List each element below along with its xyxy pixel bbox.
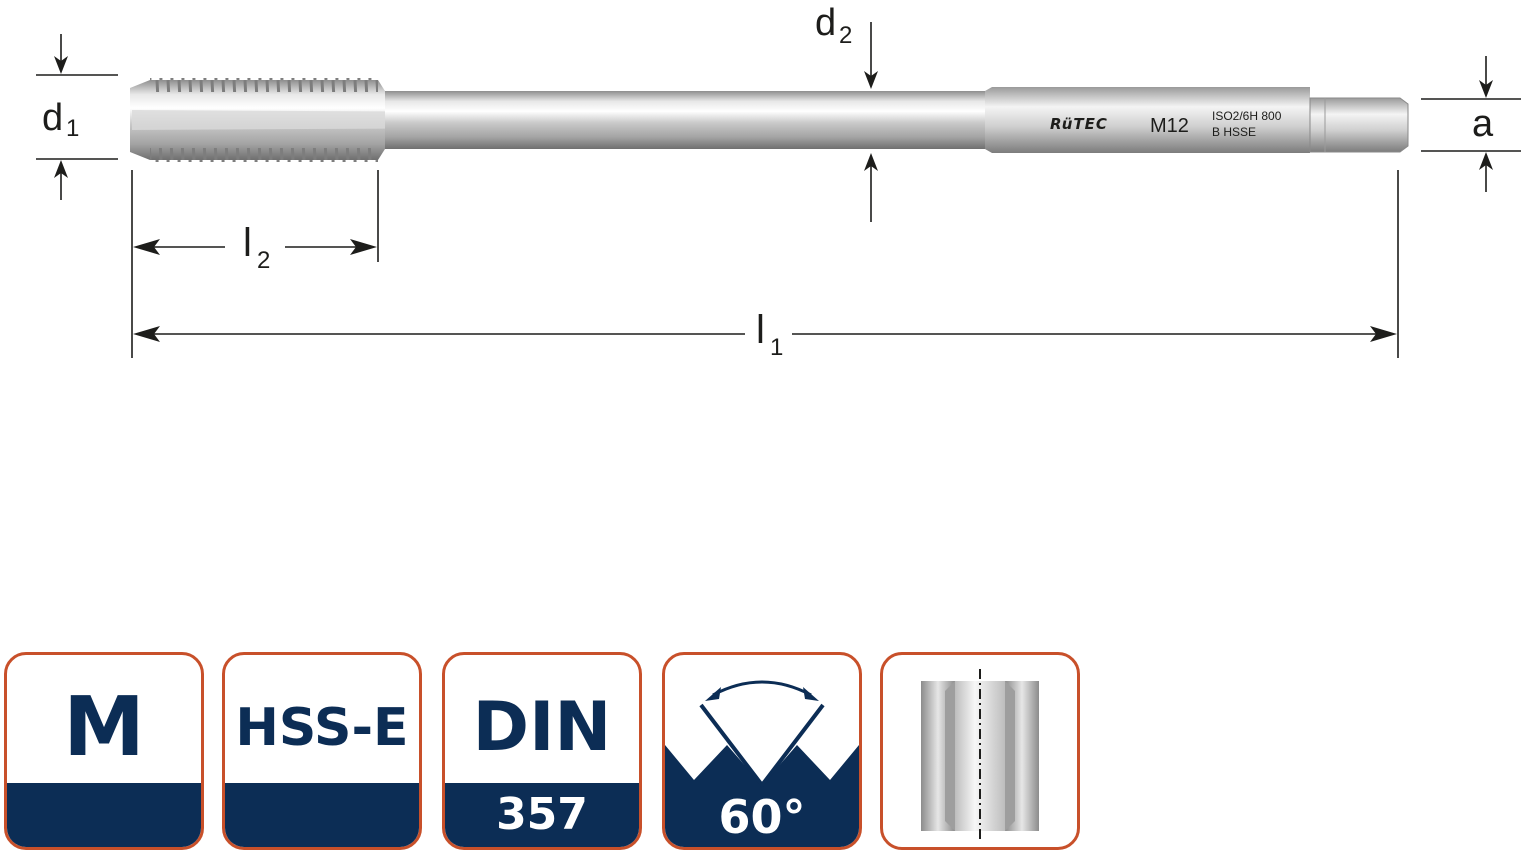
marking-line2: B HSSE xyxy=(1212,125,1256,139)
shank-step xyxy=(985,87,1310,153)
dimension-lines xyxy=(36,22,1521,358)
thread-angle-badge: 60° xyxy=(662,652,862,850)
standard-label: DIN xyxy=(472,688,612,767)
tap-body xyxy=(130,78,1409,162)
l2-symbol: l xyxy=(243,221,252,265)
thread-crests-top xyxy=(150,78,378,92)
arrowheads xyxy=(54,56,1493,342)
a-symbol: a xyxy=(1472,103,1494,145)
thread-profile-icon xyxy=(665,680,859,847)
brand-logo: RüTEC xyxy=(1050,115,1108,133)
standard-number: 357 xyxy=(445,783,639,847)
shank xyxy=(385,91,990,149)
through-hole-icon xyxy=(921,669,1039,843)
dimension-labels: d 1 d 2 a l 2 l 1 xyxy=(42,2,1494,361)
thread-type-band xyxy=(7,783,201,847)
d1-symbol: d xyxy=(42,97,63,139)
tap-technical-drawing: RüTEC M12 ISO2/6H 800 B HSSE xyxy=(36,2,1521,361)
material-band xyxy=(225,783,419,847)
thread-type-badge: M xyxy=(4,652,204,850)
d1-subscript: 1 xyxy=(66,115,79,142)
tool-marking: RüTEC M12 ISO2/6H 800 B HSSE xyxy=(1050,109,1282,139)
standard-badge: DIN 357 xyxy=(442,652,642,850)
l2-subscript: 2 xyxy=(257,247,270,274)
d2-symbol: d xyxy=(815,2,836,44)
material-badge: HSS-E xyxy=(222,652,422,850)
marking-line1: ISO2/6H 800 xyxy=(1212,109,1282,123)
square-drive xyxy=(1309,97,1409,153)
l1-subscript: 1 xyxy=(770,334,783,361)
hole-type-badge xyxy=(880,652,1080,850)
thread-crests-bottom xyxy=(150,148,378,162)
material-label: HSS-E xyxy=(235,698,409,758)
thread-angle-value: 60° xyxy=(718,790,806,844)
marking-size: M12 xyxy=(1150,115,1189,137)
d2-subscript: 2 xyxy=(839,22,852,49)
thread-type-label: M xyxy=(63,680,145,775)
l1-symbol: l xyxy=(756,308,765,352)
